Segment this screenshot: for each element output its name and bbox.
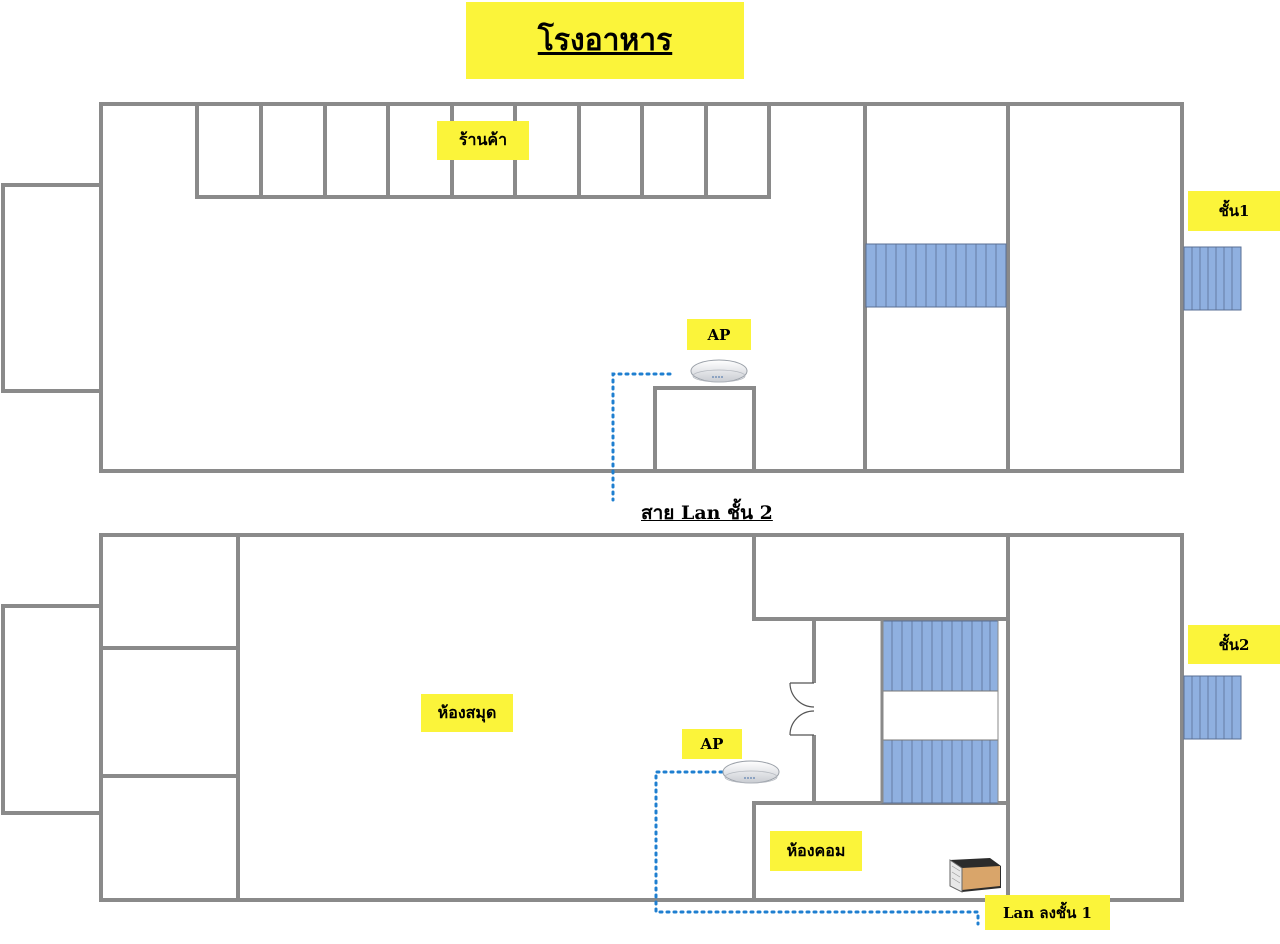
ap-label-lower: AP xyxy=(682,729,742,759)
stair-label-floor1: ชั้น1 xyxy=(1188,191,1280,231)
lan-cable-floor2-label: สาย Lan ชั้น 2 xyxy=(641,502,773,524)
stairs-upper-side xyxy=(1183,246,1242,311)
page-title: โรงอาหาร xyxy=(466,2,744,79)
stair-landing xyxy=(881,690,999,741)
stairs-lower-side xyxy=(1183,675,1242,740)
upper-floor-walls xyxy=(1,102,1184,473)
wireless-access-point-icon xyxy=(722,760,780,784)
double-door-icon xyxy=(789,682,815,736)
ap-label-upper: AP xyxy=(687,319,751,350)
network-rack-icon xyxy=(949,858,1001,893)
stair-label-floor2: ชั้น2 xyxy=(1188,625,1280,664)
wireless-access-point-icon xyxy=(690,359,748,383)
lan-cable-down xyxy=(654,770,980,926)
lan-cable-floor2 xyxy=(611,372,672,502)
lower-floor-walls xyxy=(1,533,1184,902)
stairs-lower-bottom-flight xyxy=(881,739,999,804)
library-label: ห้องสมุด xyxy=(421,694,513,732)
lan-down-label: Lan ลงชั้น 1 xyxy=(985,895,1110,930)
stairs-lower-top-flight xyxy=(881,620,999,692)
computer-room-label: ห้องคอม xyxy=(770,831,862,871)
shops-label: ร้านค้า xyxy=(437,121,529,160)
stairs-upper-center xyxy=(865,243,1007,308)
